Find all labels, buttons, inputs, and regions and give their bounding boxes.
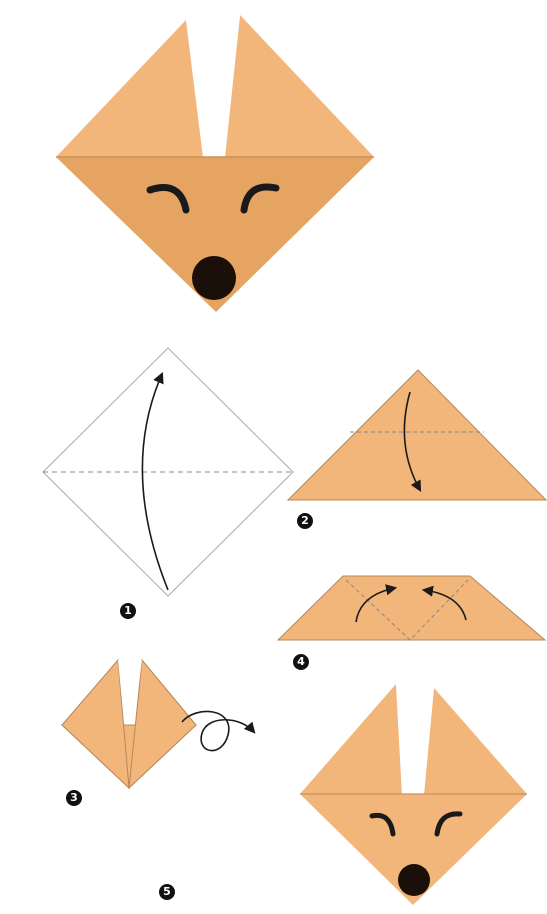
step-number-4: 4: [293, 654, 309, 670]
fox-nose: [192, 256, 236, 300]
turn-over-arrow: [182, 711, 254, 750]
left-flap: [62, 660, 129, 788]
right-ear: [424, 688, 527, 794]
step-5-diagram: [300, 684, 527, 905]
paper-triangle: [288, 370, 546, 500]
step-number-1: 1: [120, 603, 136, 619]
step-3-diagram: [62, 660, 254, 788]
finished-fox: [56, 15, 374, 312]
step-number-2: 2: [297, 513, 313, 529]
step-4-diagram: [278, 576, 545, 640]
step-number-5: 5: [159, 884, 175, 900]
right-ear: [225, 15, 374, 157]
step-number-3: 3: [66, 790, 82, 806]
left-ear: [56, 20, 203, 157]
step-1-diagram: [43, 348, 293, 596]
fox-nose: [398, 864, 430, 896]
step-2-diagram: [288, 370, 546, 500]
left-ear: [300, 684, 402, 794]
paper-strip: [278, 576, 545, 640]
